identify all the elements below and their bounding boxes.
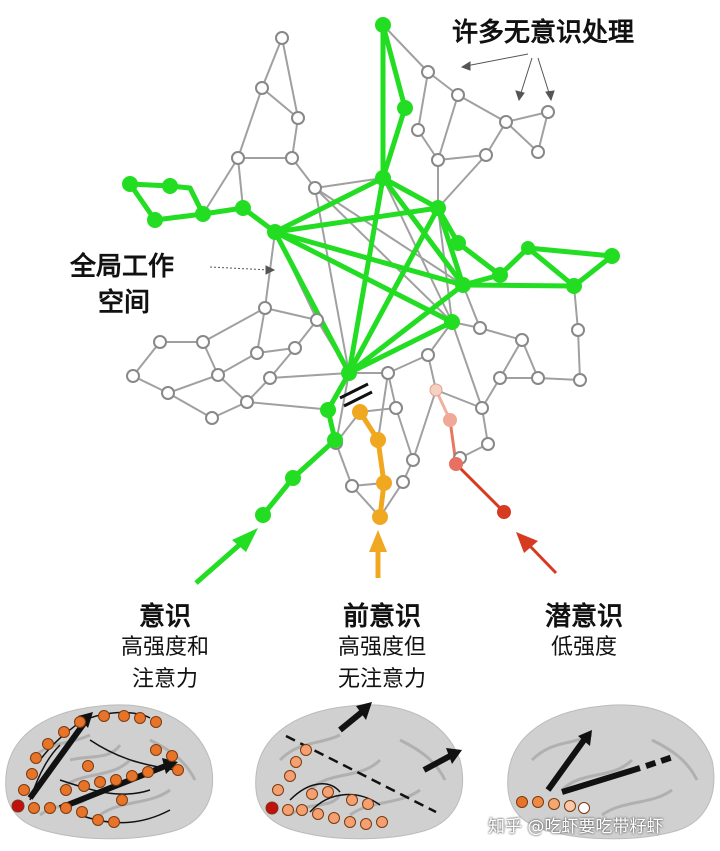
condition-conscious-desc-line2: 注意力 [131, 667, 198, 692]
condition-conscious-title: 意识 [138, 602, 191, 632]
global-workspace-label-line2: 空间 [98, 288, 151, 318]
condition-conscious-desc-line1: 高强度和 [120, 635, 209, 660]
brain-subliminal [507, 704, 715, 840]
condition-preconscious-desc-line1: 高强度但 [337, 635, 426, 660]
condition-preconscious-title: 前意识 [342, 602, 421, 632]
watermark: 知乎 @吃虾要吃带籽虾 [488, 817, 664, 837]
condition-subliminal-title: 潜意识 [544, 602, 623, 632]
global-workspace-label-line1: 全局工作 [70, 252, 175, 282]
brain-preconscious [255, 702, 464, 840]
stimulus-arrows [194, 528, 558, 585]
brain-conscious [5, 704, 214, 840]
unconscious-processing-label: 许多无意识处理 [452, 18, 635, 48]
condition-preconscious-desc-line2: 无注意力 [337, 667, 426, 692]
condition-subliminal-desc-line1: 低强度 [550, 635, 617, 660]
